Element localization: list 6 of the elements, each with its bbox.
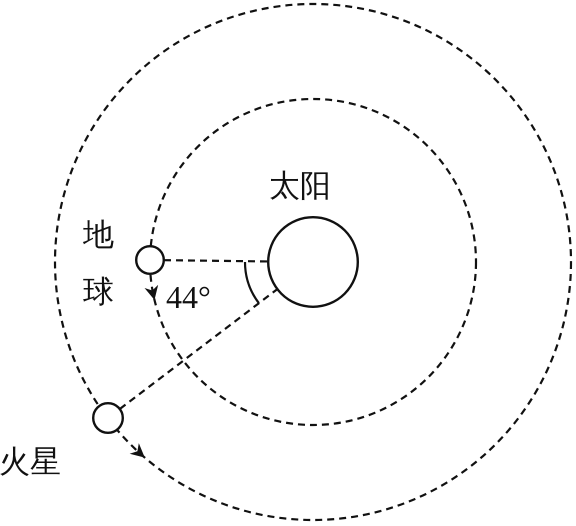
angle-label: 44° [166,280,211,314]
connector-line [164,259,268,263]
planet-label: 火星 [0,445,61,479]
connector-line [119,288,278,410]
planet-label: 地球 [83,216,115,312]
planet-label: 太阳 [269,169,331,203]
